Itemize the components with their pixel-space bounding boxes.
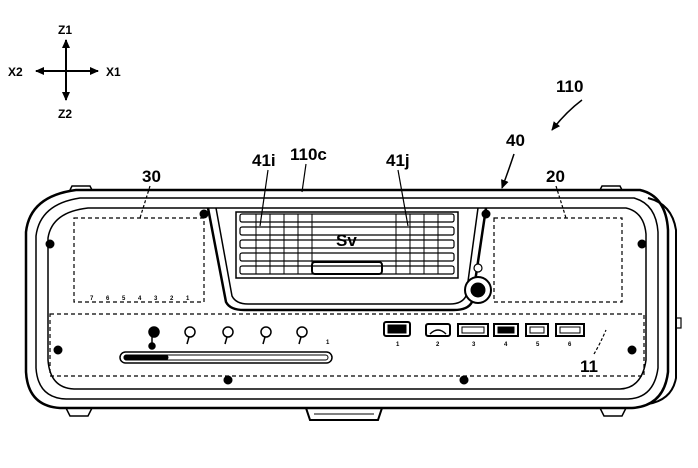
svg-text:5: 5: [122, 296, 126, 302]
vent-grille: [235, 211, 459, 279]
svg-text:6: 6: [106, 296, 110, 302]
ref-11-leader: [593, 329, 607, 355]
svg-text:6: 6: [568, 342, 572, 348]
slot-bar: [119, 351, 333, 364]
knob-row: [148, 326, 308, 350]
ref-label-11: 11: [580, 357, 598, 376]
svg-text:1: 1: [186, 296, 190, 302]
screws: [45, 209, 647, 385]
port-numbers: 1 2 3 4 5 6: [396, 342, 572, 348]
left-panel-numbers: 7 6 5 4 3 2 1: [90, 296, 190, 302]
ref-30-leader: [139, 185, 151, 219]
svg-text:4: 4: [504, 342, 508, 348]
svg-text:1: 1: [396, 342, 400, 348]
svg-text:3: 3: [154, 296, 158, 302]
ref-20-leader: [555, 185, 567, 219]
svg-text:5: 5: [536, 342, 540, 348]
ref-label-30: 30: [142, 167, 161, 186]
ref-label-41i: 41i: [252, 151, 276, 170]
region-11-dashed: [49, 313, 645, 377]
svg-text:7: 7: [90, 296, 94, 302]
ref-label-110c: 110c: [290, 145, 327, 164]
port-row: [383, 321, 585, 337]
axis-label-z1: Z1: [58, 23, 72, 37]
ref-label-40: 40: [506, 131, 525, 150]
region-20-dashed: [493, 217, 623, 303]
ref-40-arrow: [501, 153, 515, 189]
svg-text:2: 2: [436, 342, 440, 348]
ref-110-arrow: [551, 99, 583, 131]
lens: [464, 263, 492, 304]
region-30-dashed: [73, 217, 205, 303]
ref-label-41j: 41j: [386, 151, 410, 170]
ref-110c-leader: [301, 163, 307, 193]
svg-text:4: 4: [138, 296, 142, 302]
knob-row-number: 1: [326, 340, 330, 346]
projector-body: [24, 185, 682, 421]
svg-text:3: 3: [472, 342, 476, 348]
axis-label-x1: X1: [106, 65, 121, 79]
axis-label-x2: X2: [8, 65, 23, 79]
ref-label-110: 110: [556, 77, 583, 96]
axis-indicator: [35, 39, 99, 101]
vent-housing: [206, 207, 488, 312]
ref-41j-leader: [397, 169, 409, 227]
ref-41i-leader: [259, 169, 269, 227]
axis-label-z2: Z2: [58, 107, 72, 121]
ref-label-20: 20: [546, 167, 565, 186]
svg-text:2: 2: [170, 296, 174, 302]
ref-label-sv: Sv: [336, 231, 357, 250]
